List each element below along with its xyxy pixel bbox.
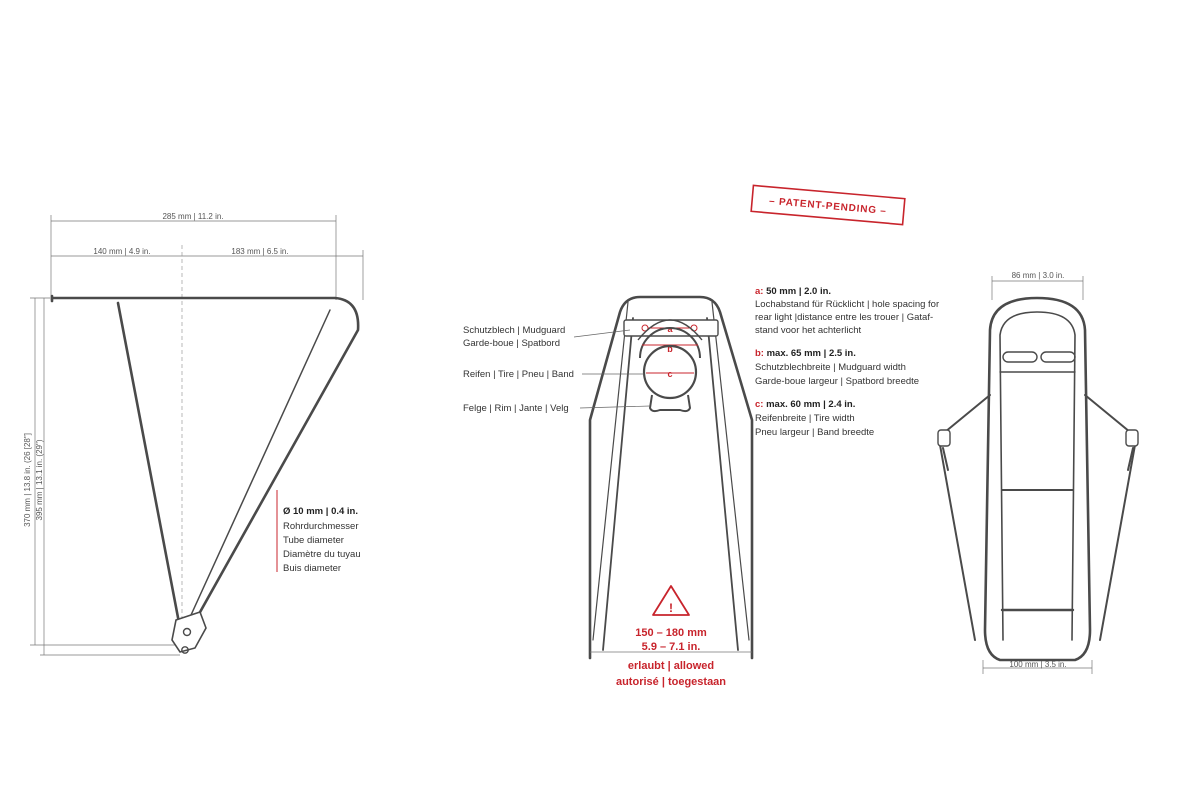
- spec-b-title: b: max. 65 mm | 2.5 in.: [755, 348, 856, 359]
- leader-mudguard: [573, 329, 631, 338]
- front-frame-outer: [588, 295, 754, 660]
- patent-stamp: – PATENT-PENDING –: [750, 184, 906, 226]
- mount-hole-upper: [182, 627, 192, 637]
- mount-hole-lower: [181, 646, 189, 654]
- top-frame-inner: [999, 311, 1076, 641]
- mount-left: [937, 429, 951, 447]
- warning-mark: !: [669, 601, 673, 615]
- spec-b-line-0: Schutzblechbreite | Mudguard width: [755, 362, 906, 373]
- warning-allowed-2: autorisé | toegestaan: [616, 676, 726, 688]
- mudguard-arc: [637, 319, 703, 341]
- spec-c-line-1: Pneu largeur | Band breedte: [755, 427, 874, 438]
- right-width-text: 183 mm | 6.5 in.: [231, 247, 288, 256]
- spec-b-line-1: Garde-boue largeur | Spatbord breedte: [755, 376, 919, 387]
- front-leg-left-inner: [602, 317, 634, 651]
- tube-spec-title: Ø 10 mm | 0.4 in.: [283, 506, 358, 517]
- label-mudguard-1: Garde-boue | Spatbord: [463, 338, 560, 349]
- slot-left: [1002, 351, 1038, 363]
- height-text-1: 370 mm | 13.8 in. (26 [28"]: [23, 433, 32, 527]
- spec-list: a: 50 mm | 2.0 in. Lochabstand für Rückl…: [755, 286, 939, 438]
- tire-section: [642, 344, 698, 400]
- spec-a-line-1: rear light |distance entre les trouer | …: [755, 312, 933, 323]
- top-width-text: 86 mm | 3.0 in.: [1012, 271, 1065, 280]
- spec-c-line-0: Reifenbreite | Tire width: [755, 413, 855, 424]
- leader-rim: [579, 405, 651, 409]
- slot-right: [1040, 351, 1076, 363]
- bottom-width-text: 100 mm | 3.5 in.: [1009, 660, 1066, 669]
- marker-b: b: [667, 344, 673, 354]
- tube-spec-line-2: Diamètre du tuyau: [283, 549, 361, 560]
- mount-right: [1125, 429, 1139, 447]
- front-view: a b c Schutzblech | Mudguard Garde-boue …: [463, 295, 754, 688]
- spec-a-line-2: stand voor het achterlicht: [755, 325, 862, 336]
- warning-range-in: 5.9 – 7.1 in.: [642, 641, 701, 653]
- label-tire: Reifen | Tire | Pneu | Band: [463, 369, 574, 380]
- label-rim: Felge | Rim | Jante | Velg: [463, 403, 569, 414]
- warning-allowed-1: erlaubt | allowed: [628, 660, 714, 672]
- tube-spec-line-3: Buis diameter: [283, 563, 341, 574]
- rack-top-rail: [50, 296, 360, 632]
- label-mudguard-0: Schutzblech | Mudguard: [463, 325, 565, 336]
- spec-c-title: c: max. 60 mm | 2.4 in.: [755, 399, 855, 410]
- marker-c: c: [667, 369, 672, 379]
- tube-spec-line-0: Rohrdurchmesser: [283, 521, 359, 532]
- spec-a-line-0: Lochabstand für Rücklicht | hole spacing…: [755, 299, 939, 310]
- left-width-text: 140 mm | 4.9 in.: [93, 247, 150, 256]
- warning-range-mm: 150 – 180 mm: [635, 627, 707, 639]
- mudguard-section: [639, 327, 701, 359]
- tube-spec-line-1: Tube diameter: [283, 535, 344, 546]
- front-leg-right-inner: [706, 317, 739, 651]
- overall-width-text: 285 mm | 11.2 in.: [162, 212, 223, 221]
- stamp-border: [750, 184, 906, 226]
- mount-plate: [171, 610, 207, 653]
- warning-icon: [652, 585, 690, 616]
- height-text-2: 395 mm | 13.1 in. (29"): [35, 439, 44, 520]
- top-view: 86 mm | 3.0 in. 100 mm | 3.5 in.: [937, 271, 1139, 674]
- rack-strut: [116, 301, 182, 630]
- rim-section: [648, 394, 692, 413]
- side-view: 285 mm | 11.2 in. 140 mm | 4.9 in. 183 m…: [23, 212, 364, 656]
- top-frame-outer: [983, 296, 1092, 662]
- spec-a-title: a: 50 mm | 2.0 in.: [755, 286, 831, 297]
